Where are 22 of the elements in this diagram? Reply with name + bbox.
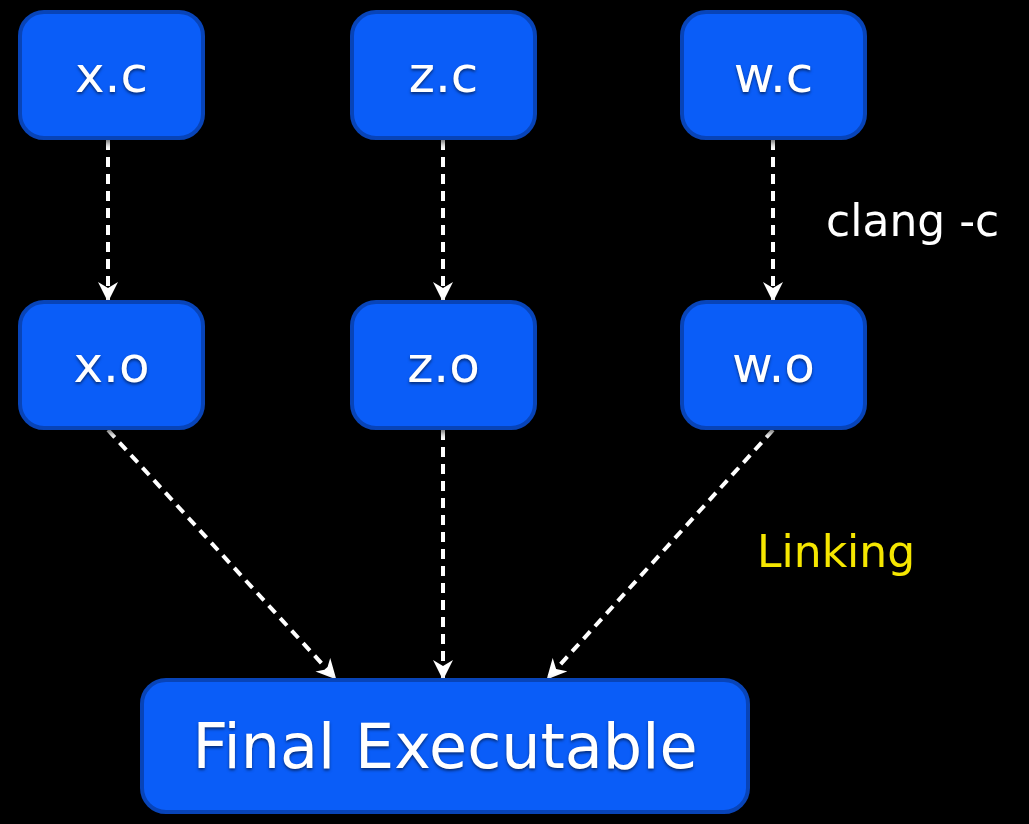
node-label: z.c [408,46,479,104]
process-box [18,300,205,430]
process-box [680,300,867,430]
process-box [680,10,867,140]
node-label: w.o [732,336,815,394]
arrow [106,428,337,680]
node-label: w.c [733,46,814,104]
node-label: Final Executable [192,709,698,783]
arrow [98,140,118,302]
process-box [350,300,537,430]
node-label: x.o [73,336,150,394]
arrow [433,430,453,680]
command-label: clang -c [826,195,1000,246]
node-label: z.o [407,336,480,394]
arrow [433,140,453,302]
arrow [763,140,783,302]
process-box [140,678,750,814]
step-label: Linking [757,526,916,577]
arrow [546,428,775,680]
process-box [18,10,205,140]
node-label: x.c [75,46,148,104]
process-box [350,10,537,140]
